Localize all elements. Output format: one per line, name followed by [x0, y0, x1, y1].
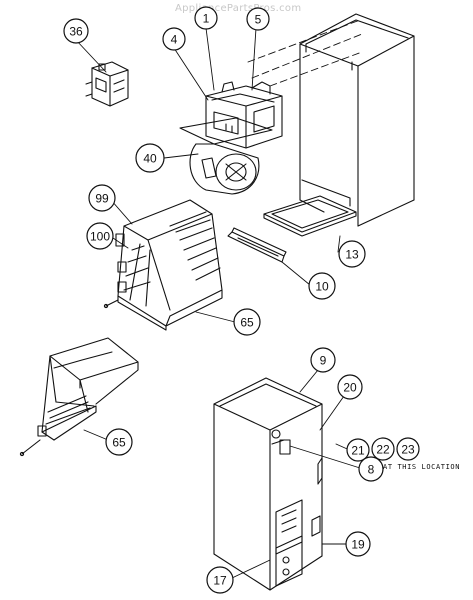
- svg-text:99: 99: [95, 192, 109, 206]
- svg-text:65: 65: [240, 316, 254, 330]
- callout-100: 100: [86, 222, 114, 250]
- svg-text:13: 13: [345, 248, 359, 262]
- callout-21: 21: [346, 438, 370, 462]
- svg-text:36: 36: [69, 25, 83, 39]
- callout-13: 13: [338, 240, 366, 268]
- watermark-text: AppliancePartsPros.com: [175, 3, 302, 14]
- svg-text:8: 8: [368, 463, 375, 477]
- svg-text:17: 17: [213, 574, 227, 588]
- svg-text:5: 5: [255, 13, 262, 27]
- leader-lines: [75, 27, 361, 579]
- svg-text:9: 9: [320, 354, 327, 368]
- svg-text:10: 10: [315, 280, 329, 294]
- callout-65-lower: 65: [105, 428, 133, 456]
- svg-text:19: 19: [351, 538, 365, 552]
- svg-text:21: 21: [351, 444, 365, 458]
- svg-text:4: 4: [171, 33, 178, 47]
- callout-36: 36: [63, 18, 89, 44]
- callouts: 36 1 5 4 40 99 100 13 10 65 65 9 20 21 2…: [63, 6, 420, 594]
- callout-99: 99: [88, 184, 116, 212]
- callout-1: 1: [194, 6, 218, 30]
- part-40-blower: [179, 117, 273, 195]
- svg-text:22: 22: [376, 443, 390, 457]
- callout-5: 5: [246, 7, 270, 31]
- coil-pan-assembly: [19, 337, 139, 457]
- callout-4: 4: [162, 27, 186, 51]
- evaporator-coil-assembly: [103, 199, 223, 331]
- callout-65-upper: 65: [233, 308, 261, 336]
- lower-cabinet: [213, 377, 323, 591]
- callout-17: 17: [206, 566, 234, 594]
- part-10-rail: [227, 227, 287, 263]
- callout-20: 20: [337, 374, 363, 400]
- alignment-dashed-lines: [247, 19, 363, 87]
- svg-text:40: 40: [143, 152, 157, 166]
- svg-text:65: 65: [112, 436, 126, 450]
- callout-9: 9: [310, 347, 336, 373]
- callout-10: 10: [308, 272, 336, 300]
- svg-text:20: 20: [343, 381, 357, 395]
- blower-housing-assembly: [205, 81, 283, 149]
- svg-text:100: 100: [90, 230, 110, 244]
- callout-19: 19: [345, 531, 371, 557]
- svg-text:1: 1: [203, 12, 210, 26]
- callout-40: 40: [135, 143, 165, 173]
- location-note: AT THIS LOCATION: [383, 463, 461, 471]
- callout-23: 23: [396, 437, 420, 461]
- part-36-control-bracket: [85, 61, 129, 107]
- svg-text:23: 23: [401, 443, 415, 457]
- callout-22: 22: [371, 437, 395, 461]
- part-13-cabinet: [263, 13, 415, 237]
- callout-8: 8: [358, 456, 384, 482]
